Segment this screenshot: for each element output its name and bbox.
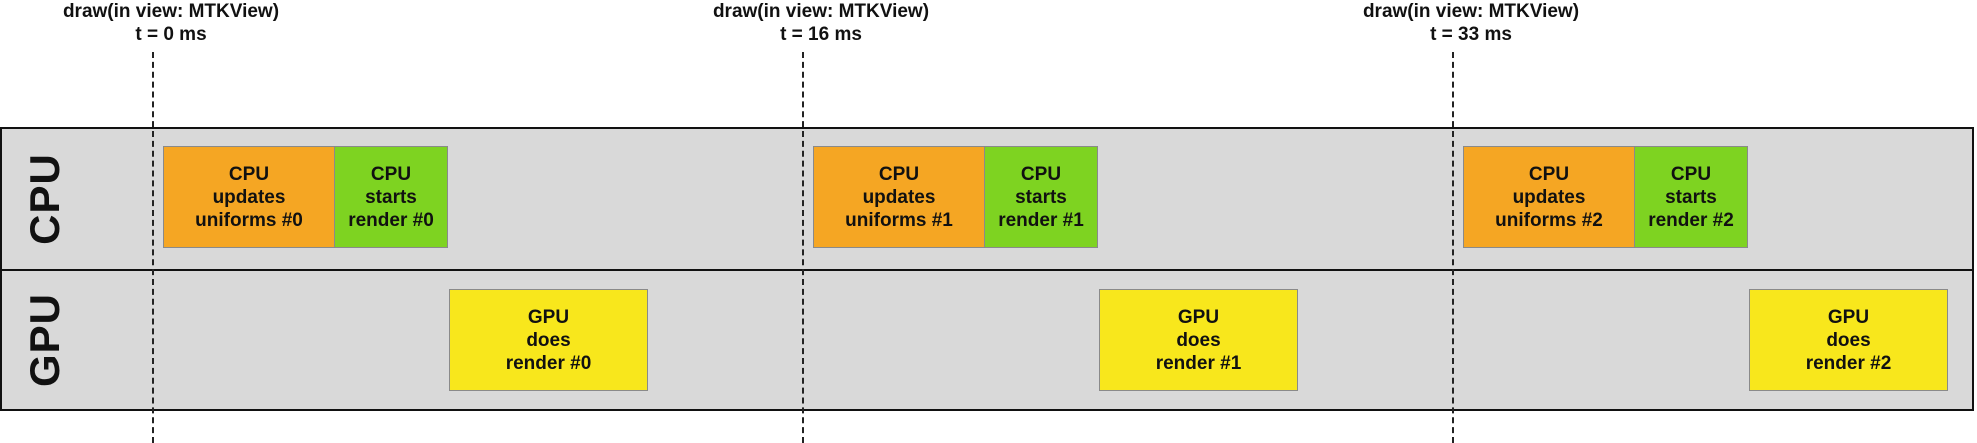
marker-label-1: draw(in view: MTKView) t = 16 ms [671,0,971,46]
cpu-update-box-2: CPU updates uniforms #2 [1463,146,1635,248]
gpu-lane-title: GPU [0,269,90,411]
cpu-lane-label: CPU [21,153,68,245]
gpu-render-label: GPU does render #2 [1805,306,1892,374]
cpu-update-label: CPU updates uniforms #2 [1495,163,1603,231]
marker-line-0 [152,52,154,443]
cpu-start-box-0: CPU starts render #0 [334,146,448,248]
gpu-render-label: GPU does render #1 [1155,306,1242,374]
marker-time: t = 16 ms [780,24,862,45]
gpu-render-box-1: GPU does render #1 [1099,289,1298,391]
cpu-start-label: CPU starts render #2 [1648,163,1734,231]
cpu-start-label: CPU starts render #1 [998,163,1084,231]
cpu-start-box-1: CPU starts render #1 [984,146,1098,248]
cpu-start-box-2: CPU starts render #2 [1634,146,1748,248]
gpu-render-box-0: GPU does render #0 [449,289,648,391]
marker-time: t = 0 ms [135,24,207,45]
marker-title: draw(in view: MTKView) [62,1,280,22]
marker-line-1 [802,52,804,443]
marker-title: draw(in view: MTKView) [712,1,930,22]
gpu-render-box-2: GPU does render #2 [1749,289,1948,391]
cpu-update-label: CPU updates uniforms #1 [845,163,953,231]
cpu-update-box-1: CPU updates uniforms #1 [813,146,985,248]
marker-label-2: draw(in view: MTKView) t = 33 ms [1321,0,1621,46]
gpu-render-label: GPU does render #0 [505,306,592,374]
cpu-update-label: CPU updates uniforms #0 [195,163,303,231]
marker-title: draw(in view: MTKView) [1362,1,1580,22]
marker-line-2 [1452,52,1454,443]
cpu-start-label: CPU starts render #0 [348,163,434,231]
gpu-lane [0,269,1974,411]
cpu-update-box-0: CPU updates uniforms #0 [163,146,335,248]
cpu-lane-title: CPU [0,127,90,271]
marker-label-0: draw(in view: MTKView) t = 0 ms [21,0,321,46]
gpu-lane-label: GPU [21,292,69,388]
marker-time: t = 33 ms [1430,24,1512,45]
